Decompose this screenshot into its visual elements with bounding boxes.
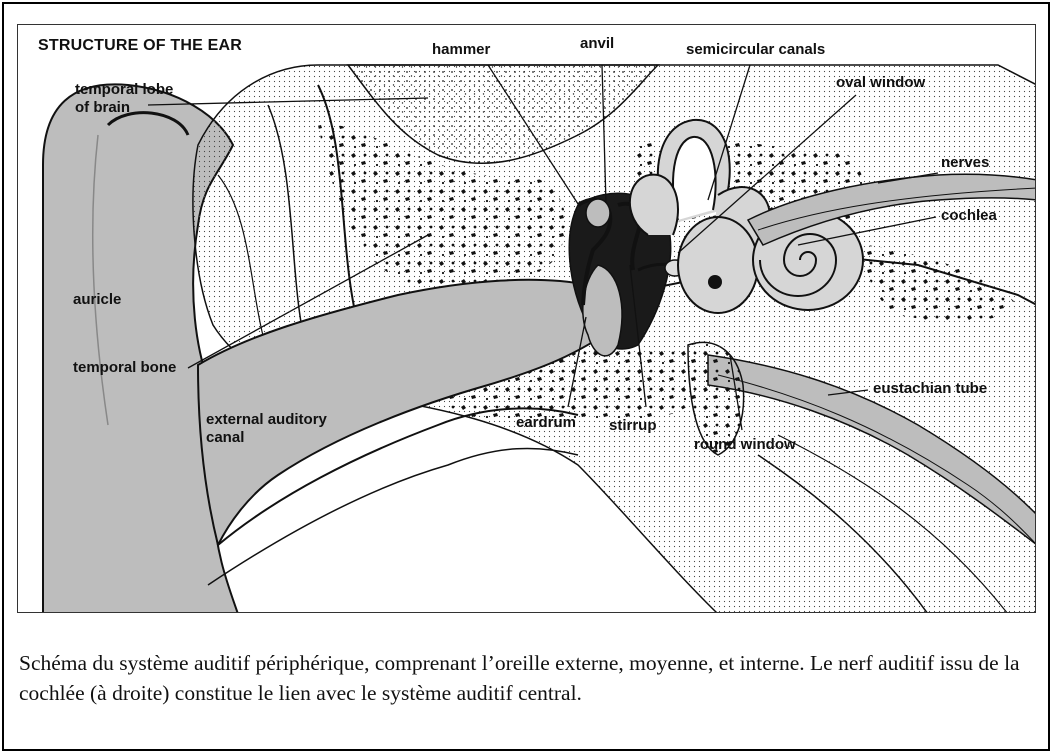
label-nerves: nerves: [941, 154, 989, 171]
label-semicircular-canals: semicircular canals: [686, 41, 825, 58]
label-stirrup: stirrup: [609, 417, 657, 434]
label-round-window: round window: [694, 436, 796, 453]
ear-illustration: [18, 25, 1036, 613]
label-temporal-lobe: temporal lobe: [75, 81, 173, 98]
label-anvil: anvil: [580, 35, 614, 52]
label-external-canal-2: canal: [206, 429, 244, 446]
figure-caption: Schéma du système auditif périphérique, …: [19, 648, 1044, 708]
ear-diagram: STRUCTURE OF THE EAR temporal lobe of br…: [17, 24, 1036, 613]
label-eardrum: eardrum: [516, 414, 576, 431]
label-external-canal: external auditory: [206, 411, 327, 428]
label-oval-window: oval window: [836, 74, 925, 91]
label-eustachian-tube: eustachian tube: [873, 380, 987, 397]
label-hammer: hammer: [432, 41, 490, 58]
diagram-title: STRUCTURE OF THE EAR: [38, 37, 242, 54]
label-auricle: auricle: [73, 291, 121, 308]
label-cochlea: cochlea: [941, 207, 997, 224]
label-temporal-bone: temporal bone: [73, 359, 176, 376]
label-temporal-lobe-2: of brain: [75, 99, 130, 116]
